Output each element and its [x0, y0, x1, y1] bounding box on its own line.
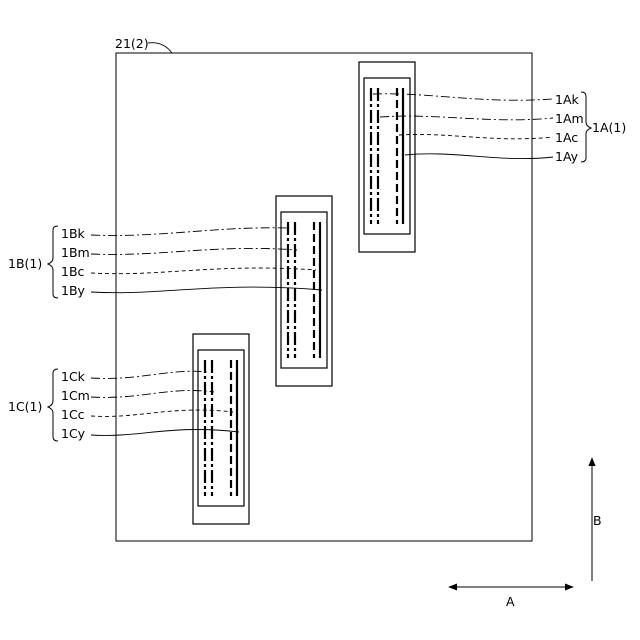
leader-1bc	[91, 268, 316, 274]
labels-1b: 1Bk 1Bm 1Bc 1By 1B(1)	[8, 226, 322, 298]
group-label-1c: 1C(1)	[8, 399, 42, 414]
label-1bm: 1Bm	[61, 245, 90, 260]
label-1ay: 1Ay	[555, 149, 579, 164]
direction-a-label: A	[506, 594, 515, 609]
group-label-1b: 1B(1)	[8, 256, 42, 271]
unit-frame	[193, 334, 249, 524]
leader-1am	[380, 116, 553, 120]
label-1cy: 1Cy	[61, 426, 86, 441]
label-1by: 1By	[61, 283, 86, 298]
head-unit-1c	[193, 334, 249, 524]
unit-frame	[359, 62, 415, 252]
label-1bk: 1Bk	[61, 226, 86, 241]
brace-1a	[581, 92, 591, 162]
sheet-label: 21(2)	[115, 36, 149, 51]
sheet-label-leader	[148, 43, 172, 53]
leader-1cy	[91, 429, 239, 435]
label-1cc: 1Cc	[61, 407, 85, 422]
unit-frame	[276, 196, 332, 386]
leader-1cm	[91, 390, 214, 397]
leader-1ck	[91, 371, 207, 378]
head-unit-1a	[359, 62, 415, 252]
leader-1bm	[91, 248, 297, 254]
head-unit-1b	[276, 196, 332, 386]
group-label-1a: 1A(1)	[592, 120, 626, 135]
label-1ac: 1Ac	[555, 130, 578, 145]
direction-b-label: B	[593, 513, 602, 528]
labels-1a: 1Ak 1Am 1Ac 1Ay 1A(1)	[373, 92, 626, 164]
sheet-outline	[116, 53, 532, 541]
label-1am: 1Am	[555, 111, 584, 126]
brace-1b	[48, 226, 58, 298]
leader-1ac	[399, 134, 553, 138]
leader-1ay	[405, 154, 553, 159]
label-1cm: 1Cm	[61, 388, 90, 403]
leader-1bk	[91, 228, 290, 236]
label-1ck: 1Ck	[61, 369, 86, 384]
label-1ak: 1Ak	[555, 92, 580, 107]
brace-1c	[48, 369, 58, 441]
leader-1ak	[373, 94, 553, 100]
label-1bc: 1Bc	[61, 264, 85, 279]
